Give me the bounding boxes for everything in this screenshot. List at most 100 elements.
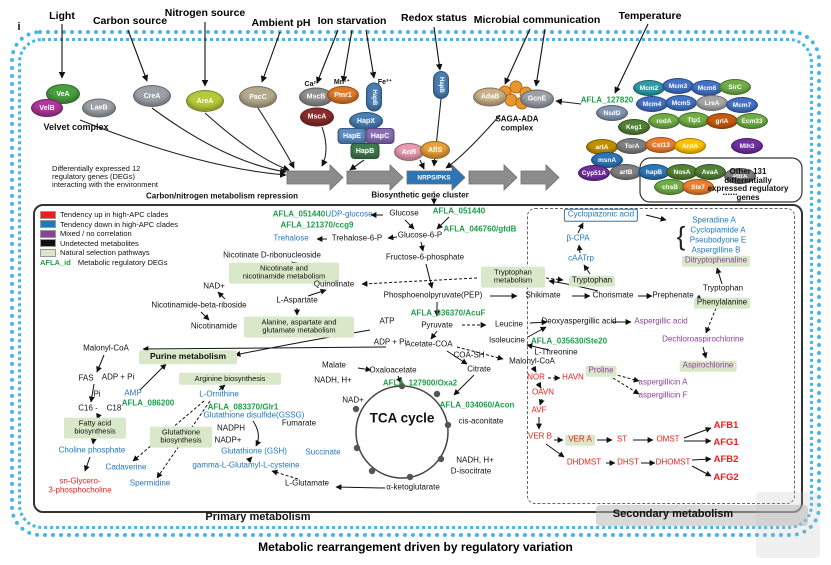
- secondary-dashed-arrows: [548, 307, 717, 395]
- legend-label: Tendency up in high-APC clades: [60, 210, 169, 220]
- legend-swatch: [40, 229, 56, 238]
- metabolite-nad: NAD+: [203, 281, 225, 291]
- figure-caption: Metabolic rearrangement driven by regula…: [258, 540, 573, 554]
- metabolite-quinolinate: Quinolinate: [313, 279, 355, 289]
- metabolite-oxaloacetate: Oxaloacetate: [369, 365, 417, 375]
- metabolite-cyclopiamide-a: Cyclopiamide A: [690, 225, 746, 235]
- env-factor-nitrogen-source: Nitrogen source: [164, 7, 246, 19]
- regulator-gcne: GcnE: [520, 89, 554, 109]
- metabolite-afla-127900-oxa2: AFLA_127900/Oxa2: [382, 378, 458, 388]
- nrps-pks-arrow-label: NRPS/PKS: [417, 174, 451, 182]
- metabolite-ver-b: VER B: [527, 431, 553, 441]
- metabolite-amp: AMP: [124, 388, 142, 398]
- regulator-pmr1: Pmr1: [327, 86, 359, 104]
- legend-label: Metabolic regulatory DEGs: [77, 257, 168, 267]
- env-arrows: [58, 22, 649, 94]
- secondary-arrows: [535, 214, 723, 477]
- metabolite-tca-cycle: TCA cycle: [369, 410, 435, 426]
- pathway-box-purine-metabolism: Purine metabolism: [139, 350, 237, 364]
- regulator-hapc: HapC: [365, 128, 395, 144]
- metabolite-afla-035630-ste20: AFLA_035630/Ste20: [530, 336, 608, 346]
- panel-label-i: i: [17, 21, 21, 34]
- metabolite-prephenate: Prephenate: [652, 290, 694, 300]
- metabolite-tryptophan: Tryptophan: [702, 283, 744, 293]
- metabolite-l-glutamate: L-Glutamate: [284, 478, 330, 488]
- metabolite-leucine: Leucine: [494, 319, 524, 329]
- repression-label: Carbon/nitrogen metabolism repression: [145, 191, 299, 201]
- metabolite-trehalose: Trehalose: [273, 233, 309, 243]
- primary-metabolism-label: Primary metabolism: [205, 511, 311, 524]
- regulator-laeb: LaeB: [82, 98, 116, 118]
- metabolite-ver-a: VER A: [565, 434, 595, 446]
- gene-arda: ArdA: [674, 138, 706, 154]
- gene-mcm2: Mcm2: [633, 80, 665, 96]
- metabolite-tryptophan: Tryptophan: [568, 275, 616, 287]
- regulator-vea: VeA: [46, 84, 80, 104]
- regulator-afls: AflS: [420, 141, 450, 159]
- metabolite-avf: AVF: [531, 405, 547, 415]
- metabolite-l-threonine: L-Threonine: [534, 347, 578, 357]
- pathway-box-nicotinate-and-nicotinamide-metabolism: Nicotinate and nicotinamide metabolism: [229, 262, 339, 284]
- metabolite-shikimate: Shikimate: [525, 290, 561, 300]
- metabolite-adp-pi: ADP + Pi: [101, 372, 135, 382]
- gene-mcm5: Mcm5: [665, 95, 697, 111]
- deg-note: Differentially expressed 12 regulatory g…: [52, 163, 158, 190]
- regulator-hapb: HapB: [366, 82, 382, 112]
- legend-swatch: [40, 248, 56, 257]
- gene-attra: attrA: [724, 168, 756, 184]
- legend-label: Natural selection pathways: [60, 248, 150, 258]
- metabolite-ketoglutarate: α-ketoglutarate: [386, 482, 440, 492]
- env-factor-carbon-source: Carbon source: [92, 15, 168, 27]
- metabolite-l-ornithine: L-Ornithine: [199, 389, 239, 399]
- metabolite-dhst: DHST: [617, 457, 639, 467]
- legend-label: Tendency down in high-APC clades: [60, 219, 178, 229]
- metabolite-citrate: Citrate: [467, 364, 491, 374]
- regulator-arrows: [79, 98, 582, 178]
- metabolite-fas: FAS: [78, 373, 94, 383]
- ellipsis: ......: [722, 187, 738, 198]
- metabolite-malonyl-coa: Malonyl-CoA: [83, 343, 129, 353]
- iron-ion-label: Fe³⁺: [377, 79, 393, 87]
- metabolite-afla-121370-ccg9: AFLA_121370/ccg9: [280, 220, 354, 230]
- metabolite-d-isocitrate: D-isocitrate: [450, 466, 492, 476]
- metabolite-spermidine: Spermidine: [129, 478, 171, 488]
- metabolite-fumarate: Fumarate: [281, 418, 317, 428]
- gene-ecm33: Ecm33: [736, 113, 768, 129]
- gene-tlp1: Tlp1: [678, 112, 710, 128]
- metabolite-afg1: AFG1: [713, 436, 739, 448]
- legend-item-natural-selection-pathways: Natural selection pathways: [40, 248, 178, 258]
- metabolite-malonyl-coa: Malonyl-CoA: [509, 356, 555, 366]
- secondary-metabolism-label: Secondary metabolism: [612, 508, 734, 521]
- legend-swatch: [40, 210, 56, 219]
- env-factor-ion-starvation: Ion starvation: [317, 15, 387, 27]
- metabolite-afla-036370-acuf: AFLA_036370/AcuF: [410, 308, 486, 318]
- metabolite-c16: C16 -: [78, 403, 98, 413]
- env-factor-temperature: Temperature: [618, 10, 682, 22]
- tca-metabolite-dots: [352, 382, 452, 481]
- metabolite-glucose: Glucose: [389, 208, 419, 218]
- gene-ste7: Ste7: [682, 179, 714, 195]
- gene-sirc: SirC: [719, 79, 751, 95]
- metabolite-aspergilline-b: Aspergilline B: [691, 245, 741, 255]
- legend-label: Undetected metabolites: [60, 238, 139, 248]
- metabolite-glutathione-gsh: Glutathione (GSH): [221, 446, 287, 456]
- regulator-mscb: MscB: [299, 87, 333, 107]
- metabolite-nadp: NADP+: [214, 435, 242, 445]
- metabolite-l-aspartate: L-Aspartate: [276, 295, 318, 305]
- metabolite-nor: NOR: [527, 372, 545, 382]
- metabolic-arrows: [83, 212, 703, 491]
- metabolite-afla-034060-acon: AFLA_034060/Acon: [439, 400, 515, 410]
- metabolite-dechloroaspirochlorine: Dechloroaspirochlorine: [662, 334, 744, 344]
- metabolite-coa-sh: COA-SH: [453, 350, 485, 360]
- legend-label: Mixed / no correlation: [60, 229, 132, 239]
- metabolite-caatrp: cAATrp: [568, 253, 594, 263]
- metabolite-isoleucine: Isoleucine: [488, 335, 526, 345]
- gene-cyp51a: Cyp51A: [578, 165, 610, 181]
- legend-item-tendency-up-in-high-apc-clades: Tendency up in high-APC clades: [40, 210, 178, 220]
- metabolite-pi: Pi: [93, 389, 101, 399]
- env-factor-redox-status: Redox status: [401, 12, 467, 24]
- gene-roda: rodA: [648, 113, 680, 129]
